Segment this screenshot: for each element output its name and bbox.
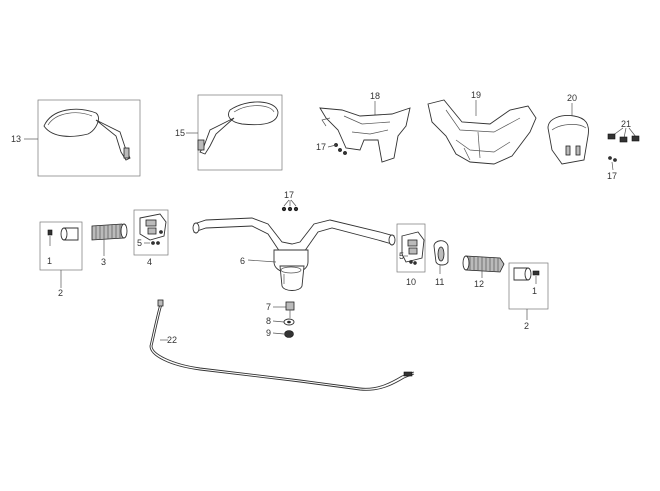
throttle-cable xyxy=(149,299,415,391)
callout-15: 15 xyxy=(175,128,186,138)
handlebar xyxy=(192,217,396,291)
callout-2-right: 2 xyxy=(524,321,530,331)
left-switch-box xyxy=(133,209,169,256)
rear-cover xyxy=(427,99,537,165)
right-switch xyxy=(396,223,426,273)
callout-20: 20 xyxy=(567,93,578,103)
screw-set-right xyxy=(607,127,640,171)
callout-21: 21 xyxy=(621,119,632,129)
right-grip xyxy=(462,255,505,278)
callout-1-right: 1 xyxy=(532,286,538,296)
callout-17-left: 17 xyxy=(316,142,327,152)
callout-2-left: 2 xyxy=(58,288,64,298)
callout-17-right: 17 xyxy=(607,171,618,181)
callout-7: 7 xyxy=(266,302,272,312)
callout-18: 18 xyxy=(370,91,381,101)
screw-set-center xyxy=(281,199,299,212)
callout-22: 22 xyxy=(167,335,178,345)
callout-3: 3 xyxy=(101,257,107,267)
callout-17-center: 17 xyxy=(284,190,295,200)
left-mirror xyxy=(24,99,141,177)
callout-6: 6 xyxy=(240,256,246,266)
callout-5-right: 5 xyxy=(399,251,405,261)
callout-12: 12 xyxy=(474,279,485,289)
callout-8: 8 xyxy=(266,316,272,326)
callout-19: 19 xyxy=(471,90,482,100)
left-switch xyxy=(133,209,169,256)
handlebar-top-cover xyxy=(547,103,589,165)
throttle-housing xyxy=(433,240,449,274)
right-mirror-box xyxy=(197,94,283,171)
callout-1-left: 1 xyxy=(47,256,53,266)
callout-11: 11 xyxy=(435,277,445,287)
right-bar-end xyxy=(508,262,549,320)
right-switch-box xyxy=(396,223,426,273)
callout-4: 4 xyxy=(147,257,153,267)
callout-9: 9 xyxy=(266,328,272,338)
callout-10: 10 xyxy=(406,277,417,287)
left-mirror-box xyxy=(37,99,141,177)
bolt-washer-nut xyxy=(272,301,295,338)
left-grip xyxy=(91,223,128,256)
callout-13: 13 xyxy=(11,134,22,144)
front-cover xyxy=(319,101,411,163)
left-bar-end xyxy=(39,221,83,288)
right-mirror xyxy=(186,94,283,171)
right-bar-end-box xyxy=(508,262,549,310)
callout-5-left: 5 xyxy=(137,238,143,248)
